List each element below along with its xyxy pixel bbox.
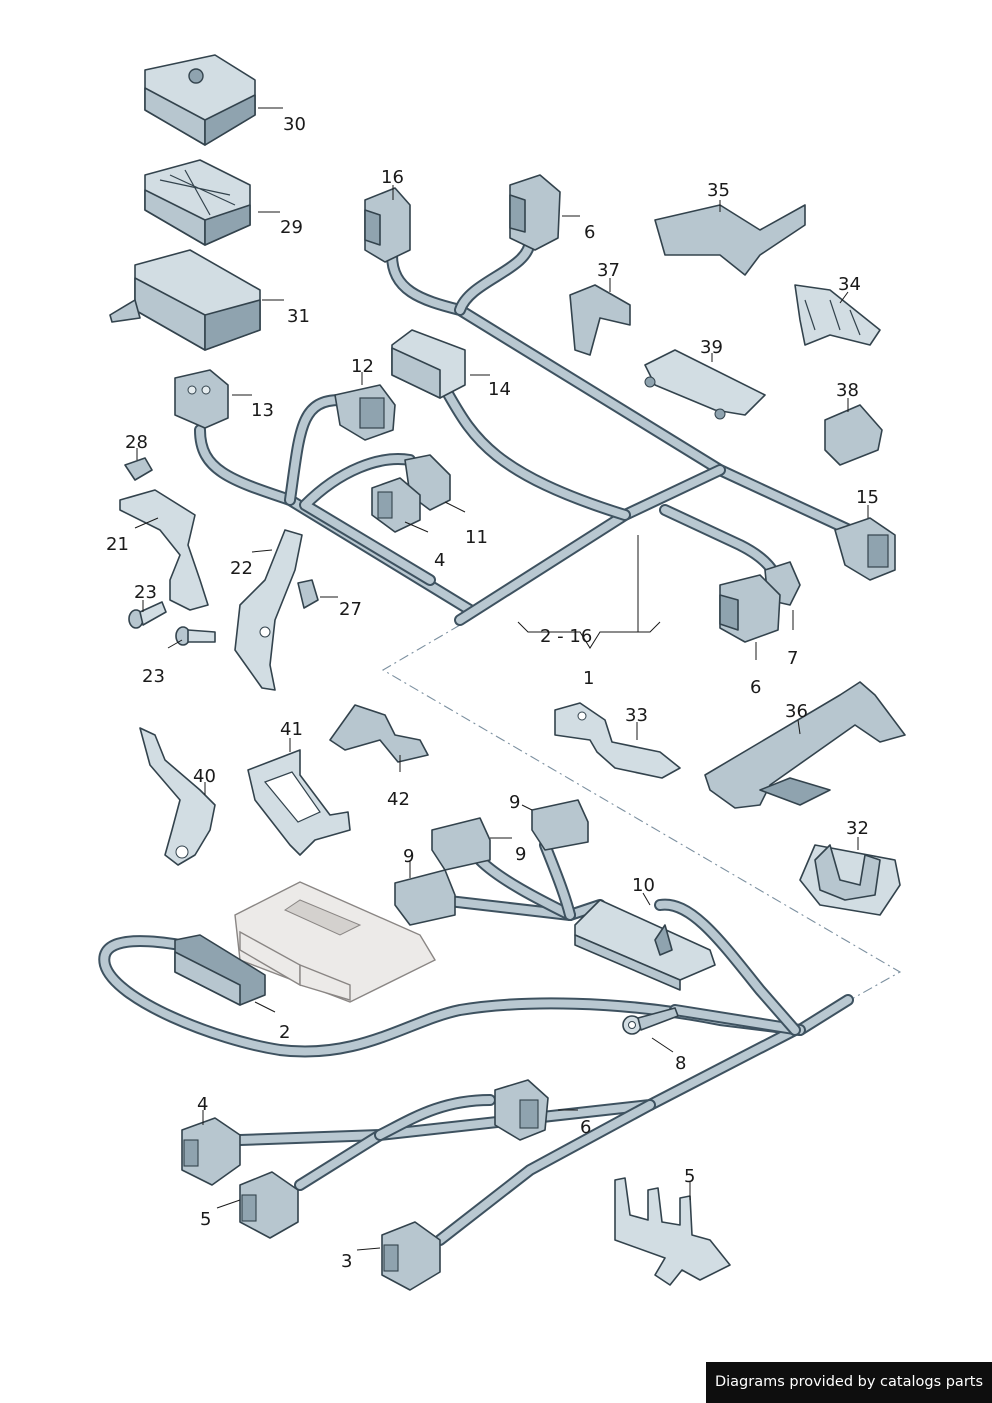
label-21: 21 [106,534,129,555]
label-8: 8 [675,1053,686,1074]
label-14: 14 [488,379,511,400]
relay-carrier-part-29 [144,159,251,246]
label-29: 29 [280,217,303,238]
label-4-upper: 4 [434,550,445,571]
clip-part-27 [297,579,319,609]
label-40: 40 [193,766,216,787]
credit-banner: Diagrams provided by catalogs parts [706,1362,992,1403]
relay-cover-part-30 [144,54,256,146]
bracket-part-41 [247,749,351,856]
label-36: 36 [785,701,808,722]
connector-part-13 [174,369,229,429]
label-23-upper: 23 [134,582,157,603]
connector-part-5-connector [239,1171,299,1239]
connector-part-3 [381,1221,441,1291]
holder-part-37 [569,284,631,356]
clip-part-34 [794,284,881,346]
connector-part-6-middle [719,574,781,643]
label-15: 15 [856,487,879,508]
label-33: 33 [625,705,648,726]
connector-part-9-right [531,799,589,851]
bolt-part-23-b [175,626,216,646]
part-labels: 30 29 31 16 6 35 37 34 39 38 12 14 13 28… [106,114,879,1272]
bracket-part-35 [654,204,806,276]
label-34: 34 [838,274,861,295]
connector-part-15 [834,517,896,581]
clip-part-28 [124,457,153,481]
label-35: 35 [707,180,730,201]
label-9-middle: 9 [515,844,526,865]
bolt-part-23-a [128,601,167,629]
connector-part-4-lower [181,1117,241,1186]
plate-part-39 [644,349,766,420]
label-30: 30 [283,114,306,135]
label-28: 28 [125,432,148,453]
clip-part-32 [799,844,901,916]
label-42: 42 [387,789,410,810]
clip-part-38 [824,404,883,466]
connector-part-6-upper [509,174,561,251]
clip-part-42 [329,704,429,763]
label-6-middle: 6 [750,677,761,698]
label-2: 2 [279,1022,290,1043]
label-32: 32 [846,818,869,839]
bracket-part-40 [139,727,216,866]
control-unit [234,881,436,1003]
label-37: 37 [597,260,620,281]
connector-part-12 [334,384,396,441]
bracket-part-36 [704,681,906,809]
lower-wiring-harness [98,839,854,1246]
bracket-part-5 [614,1177,731,1286]
label-13: 13 [251,400,274,421]
label-2-16: 2 - 16 [540,626,592,647]
label-22: 22 [230,558,253,579]
connector-part-14 [391,329,466,399]
label-12: 12 [351,356,374,377]
label-6-lower: 6 [580,1117,591,1138]
label-3: 3 [341,1251,352,1272]
label-1: 1 [583,668,594,689]
connector-part-2 [174,934,266,1006]
label-5-bracket: 5 [684,1166,695,1187]
upper-wiring-harness [194,234,866,626]
label-38: 38 [836,380,859,401]
module-part-10 [574,899,716,991]
bracket-part-21 [119,489,209,611]
label-10: 10 [632,875,655,896]
label-9-left: 9 [403,846,414,867]
bracket-part-22 [234,529,303,691]
label-16: 16 [381,167,404,188]
connector-part-16 [364,187,411,263]
label-39: 39 [700,337,723,358]
label-4-lower: 4 [197,1094,208,1115]
label-6-upper: 6 [584,222,595,243]
box-housing-part-31 [109,249,261,351]
connector-part-9-middle [431,817,491,871]
label-11: 11 [465,527,488,548]
connector-part-6-lower [494,1079,549,1141]
connector-part-9-left [394,869,456,926]
bracket-part-33 [554,702,681,779]
ring-terminal-part-8 [622,1007,679,1035]
label-7: 7 [787,648,798,669]
label-27: 27 [339,599,362,620]
connector-part-4-upper [371,477,421,533]
label-31: 31 [287,306,310,327]
leader-lines [134,107,869,1251]
label-23-lower: 23 [142,666,165,687]
label-9-top: 9 [509,792,520,813]
label-41: 41 [280,719,303,740]
assembly-boundary [381,624,902,1001]
label-5-connector: 5 [200,1209,211,1230]
